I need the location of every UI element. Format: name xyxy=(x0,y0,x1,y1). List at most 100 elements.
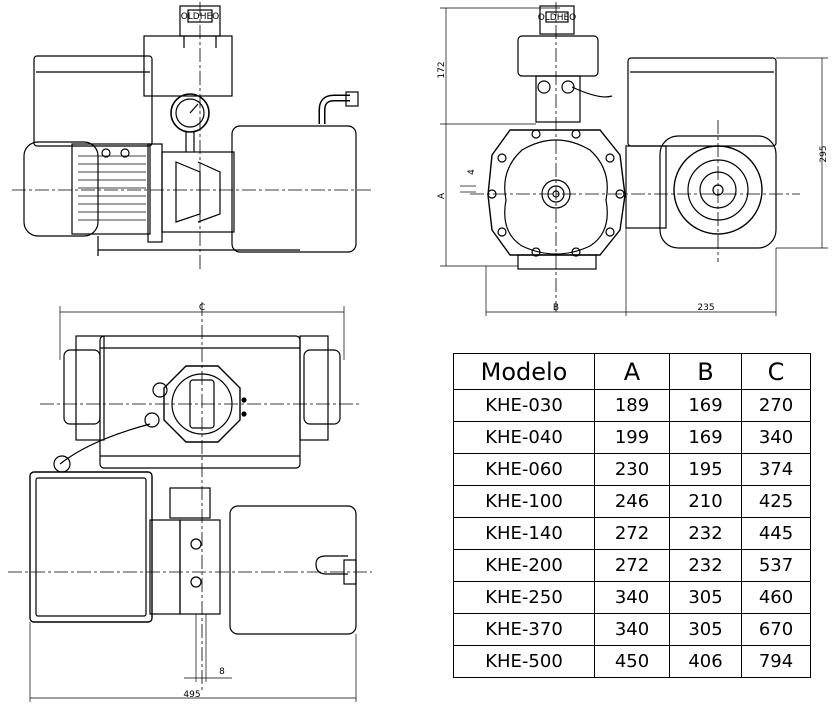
top-endcap-left xyxy=(63,349,101,425)
top-terminal-lid xyxy=(35,477,147,617)
front-cable xyxy=(571,86,613,98)
side-plate-text: OLDHEO xyxy=(181,12,220,22)
table-row: KHE-100 246 210 425 xyxy=(453,485,811,518)
cell-c: 445 xyxy=(741,517,811,550)
header-c: C xyxy=(741,353,811,390)
front-dimensions xyxy=(440,7,828,316)
top-octagon-head xyxy=(163,365,241,443)
top-cable xyxy=(59,423,151,465)
cell-c: 270 xyxy=(741,389,811,422)
top-view xyxy=(8,302,372,702)
cell-b: 195 xyxy=(669,453,742,486)
top-valve-body xyxy=(179,519,221,615)
side-actuator-housing xyxy=(143,35,233,97)
cell-modelo: KHE-500 xyxy=(453,645,595,678)
side-motor-gland-1 xyxy=(101,148,111,158)
cell-a: 272 xyxy=(594,549,670,582)
top-motor-flange xyxy=(149,519,181,615)
front-valve-bolts xyxy=(487,129,625,257)
cell-modelo: KHE-140 xyxy=(453,517,595,550)
top-terminal-gland xyxy=(53,455,71,473)
table-row: KHE-030 189 169 270 xyxy=(453,389,811,422)
top-dim-total-label: 495 xyxy=(183,690,200,700)
cell-c: 670 xyxy=(741,613,811,646)
cell-modelo: KHE-100 xyxy=(453,485,595,518)
side-actuator-cylinder xyxy=(231,125,357,253)
cell-b: 169 xyxy=(669,389,742,422)
cell-modelo: KHE-200 xyxy=(453,549,595,582)
front-connector-plate xyxy=(545,11,569,23)
cell-modelo: KHE-370 xyxy=(453,613,595,646)
table-row: KHE-500 450 406 794 xyxy=(453,645,811,678)
front-plate-text: OLDHEO xyxy=(538,13,577,23)
top-gland-2 xyxy=(144,412,160,428)
top-actuator-cylinder xyxy=(99,335,301,469)
dimension-table: Modelo A B C KHE-030 189 169 270 KHE-040… xyxy=(453,353,811,678)
front-view: OLDHEO xyxy=(440,2,828,316)
side-motor-endcap xyxy=(23,141,99,237)
cell-b: 406 xyxy=(669,645,742,678)
top-valve-bolt-1 xyxy=(190,538,202,550)
top-marker-1 xyxy=(241,397,247,403)
cell-b: 305 xyxy=(669,613,742,646)
front-dim-a-label: A xyxy=(437,192,447,199)
cell-c: 537 xyxy=(741,549,811,582)
front-actuator-head xyxy=(517,35,599,77)
cell-modelo: KHE-030 xyxy=(453,389,595,422)
side-pressure-gauge-dial xyxy=(175,98,205,128)
front-gland-right xyxy=(561,80,575,94)
top-dim-c-label: C xyxy=(199,303,205,313)
side-pressure-gauge xyxy=(170,93,210,133)
front-dim-width-label: 235 xyxy=(697,303,714,313)
cell-a: 340 xyxy=(594,581,670,614)
top-cap-left xyxy=(75,335,105,441)
side-motor-fins xyxy=(78,155,146,221)
cell-b: 305 xyxy=(669,581,742,614)
cell-modelo: KHE-060 xyxy=(453,453,595,486)
cell-c: 794 xyxy=(741,645,811,678)
front-base xyxy=(517,254,597,270)
front-valve-body xyxy=(487,129,626,256)
front-valve-inner xyxy=(504,139,608,255)
side-elbow-fitting xyxy=(345,91,359,107)
cell-a: 246 xyxy=(594,485,670,518)
cell-a: 272 xyxy=(594,517,670,550)
table-row: KHE-250 340 305 460 xyxy=(453,581,811,614)
front-dim-total-height-label: 295 xyxy=(819,145,829,162)
cell-a: 199 xyxy=(594,421,670,454)
side-view: OLDHEO xyxy=(12,2,372,272)
front-motor-flange xyxy=(625,145,667,229)
top-coupling xyxy=(169,487,211,519)
cell-c: 425 xyxy=(741,485,811,518)
front-connector-box xyxy=(539,5,575,35)
table-header-row: Modelo A B C xyxy=(453,353,811,390)
table-row: KHE-140 272 232 445 xyxy=(453,517,811,550)
cell-b: 169 xyxy=(669,421,742,454)
table-row: KHE-060 230 195 374 xyxy=(453,453,811,486)
side-elbow-inner xyxy=(320,96,350,124)
cell-b: 210 xyxy=(669,485,742,518)
cell-c: 374 xyxy=(741,453,811,486)
cell-b: 232 xyxy=(669,549,742,582)
side-motor-gland-2 xyxy=(120,148,130,158)
cell-a: 189 xyxy=(594,389,670,422)
top-marker-2 xyxy=(241,411,247,417)
side-pressure-gauge-needle xyxy=(189,103,199,114)
side-valve-bracket-2 xyxy=(197,161,221,223)
cell-modelo: KHE-250 xyxy=(453,581,595,614)
front-dim-b-label: B xyxy=(553,303,559,313)
top-elbow xyxy=(315,555,348,575)
front-dim-small-label: 4 xyxy=(467,169,477,175)
table-row: KHE-200 272 232 537 xyxy=(453,549,811,582)
front-gland-left xyxy=(537,80,551,94)
top-endcap-right xyxy=(303,349,341,425)
cell-c: 340 xyxy=(741,421,811,454)
side-motor-body xyxy=(71,143,151,235)
cell-a: 450 xyxy=(594,645,670,678)
table-row: KHE-040 199 169 340 xyxy=(453,421,811,454)
front-dim-height-label: 172 xyxy=(437,61,447,78)
header-b: B xyxy=(669,353,742,390)
top-valve-bolt-2 xyxy=(190,576,202,588)
top-dim-bottom xyxy=(29,614,357,702)
